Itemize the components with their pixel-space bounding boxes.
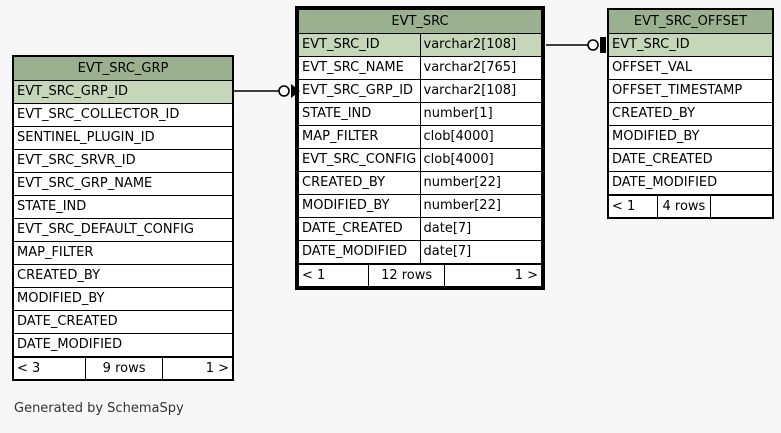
- column-type: varchar2[108]: [419, 79, 542, 103]
- column-name: DATE_MODIFIED: [298, 240, 421, 264]
- table-row[interactable]: MODIFIED_BY: [13, 287, 233, 311]
- column-type: date[7]: [419, 217, 542, 241]
- column-name: EVT_SRC_ID: [298, 33, 421, 57]
- table-row[interactable]: EVT_SRC_CONFIG clob[4000]: [298, 148, 542, 172]
- column-type: date[7]: [419, 240, 542, 264]
- column-name: MAP_FILTER: [298, 125, 421, 149]
- column-type: varchar2[765]: [419, 56, 542, 80]
- column-name: DATE_CREATED: [298, 217, 421, 241]
- table-row[interactable]: DATE_MODIFIED: [13, 333, 233, 357]
- table-row[interactable]: EVT_SRC_COLLECTOR_ID: [13, 103, 233, 127]
- table-row[interactable]: EVT_SRC_NAME varchar2[765]: [298, 56, 542, 80]
- table-row[interactable]: OFFSET_VAL: [608, 56, 773, 80]
- column-name: SENTINEL_PLUGIN_ID: [13, 126, 233, 150]
- column-name: DATE_CREATED: [13, 310, 233, 334]
- column-name: DATE_MODIFIED: [608, 171, 773, 195]
- column-name: DATE_MODIFIED: [13, 333, 233, 357]
- column-name: DATE_CREATED: [608, 148, 773, 172]
- table-row[interactable]: MAP_FILTER: [13, 241, 233, 265]
- column-name: OFFSET_TIMESTAMP: [608, 79, 773, 103]
- next-page-button[interactable]: [709, 195, 774, 218]
- column-type: varchar2[108]: [419, 33, 542, 57]
- table-row[interactable]: DATE_MODIFIED date[7]: [298, 240, 542, 264]
- column-name: EVT_SRC_NAME: [298, 56, 421, 80]
- column-name: STATE_IND: [13, 195, 233, 219]
- column-name: EVT_SRC_COLLECTOR_ID: [13, 103, 233, 127]
- table-header-evt-src: EVT_SRC: [298, 9, 542, 34]
- column-name: EVT_SRC_SRVR_ID: [13, 149, 233, 173]
- table-row[interactable]: EVT_SRC_DEFAULT_CONFIG: [13, 218, 233, 242]
- table-row[interactable]: CREATED_BY: [608, 102, 773, 126]
- table-row[interactable]: SENTINEL_PLUGIN_ID: [13, 126, 233, 150]
- prev-page-button[interactable]: < 3: [12, 357, 87, 380]
- diagram-caption: Generated by SchemaSpy: [14, 401, 184, 416]
- column-name: CREATED_BY: [298, 171, 421, 195]
- next-page-button[interactable]: 1 >: [161, 357, 234, 380]
- column-name: EVT_SRC_GRP_ID: [298, 79, 421, 103]
- column-type: number[1]: [419, 102, 542, 126]
- relationship-grp-to-src: [234, 84, 300, 98]
- table-evt-src[interactable]: EVT_SRC EVT_SRC_ID varchar2[108] EVT_SRC…: [295, 6, 545, 290]
- table-row[interactable]: MAP_FILTER clob[4000]: [298, 125, 542, 149]
- table-title: EVT_SRC_GRP: [13, 56, 233, 81]
- table-row[interactable]: STATE_IND number[1]: [298, 102, 542, 126]
- column-name: EVT_SRC_DEFAULT_CONFIG: [13, 218, 233, 242]
- table-row[interactable]: DATE_CREATED date[7]: [298, 217, 542, 241]
- table-row[interactable]: MODIFIED_BY: [608, 125, 773, 149]
- table-row[interactable]: EVT_SRC_GRP_ID: [13, 80, 233, 104]
- one-mandatory-marker: [600, 37, 606, 53]
- table-row[interactable]: CREATED_BY number[22]: [298, 171, 542, 195]
- column-type: clob[4000]: [419, 148, 542, 172]
- table-header-evt-src-grp: EVT_SRC_GRP: [13, 56, 233, 81]
- table-row[interactable]: CREATED_BY: [13, 264, 233, 288]
- table-row[interactable]: OFFSET_TIMESTAMP: [608, 79, 773, 103]
- column-name: MODIFIED_BY: [608, 125, 773, 149]
- row-count-label: 9 rows: [85, 357, 163, 380]
- column-name: OFFSET_VAL: [608, 56, 773, 80]
- column-name: MODIFIED_BY: [13, 287, 233, 311]
- column-name: EVT_SRC_GRP_ID: [13, 80, 233, 104]
- prev-page-button[interactable]: < 1: [297, 264, 370, 287]
- table-row[interactable]: DATE_CREATED: [13, 310, 233, 334]
- table-row[interactable]: DATE_MODIFIED: [608, 171, 773, 195]
- table-footer-evt-src-offset: < 1 4 rows: [607, 195, 774, 218]
- zero-or-one-marker: [278, 85, 290, 97]
- next-page-button[interactable]: 1 >: [443, 264, 543, 287]
- column-name: EVT_SRC_CONFIG: [298, 148, 421, 172]
- table-row[interactable]: EVT_SRC_GRP_ID varchar2[108]: [298, 79, 542, 103]
- row-count-label: 4 rows: [657, 195, 711, 218]
- column-type: number[22]: [419, 194, 542, 218]
- table-row[interactable]: EVT_SRC_ID varchar2[108]: [298, 33, 542, 57]
- table-row[interactable]: EVT_SRC_GRP_NAME: [13, 172, 233, 196]
- column-name: STATE_IND: [298, 102, 421, 126]
- row-count-label: 12 rows: [368, 264, 445, 287]
- table-footer-evt-src-grp: < 3 9 rows 1 >: [12, 357, 234, 380]
- table-title: EVT_SRC: [298, 9, 542, 34]
- column-name: MAP_FILTER: [13, 241, 233, 265]
- table-title: EVT_SRC_OFFSET: [608, 9, 773, 34]
- table-row[interactable]: EVT_SRC_ID: [608, 33, 773, 57]
- prev-page-button[interactable]: < 1: [607, 195, 659, 218]
- column-type: clob[4000]: [419, 125, 542, 149]
- table-evt-src-grp[interactable]: EVT_SRC_GRP EVT_SRC_GRP_ID EVT_SRC_COLLE…: [12, 55, 234, 381]
- column-name: EVT_SRC_ID: [608, 33, 773, 57]
- column-name: CREATED_BY: [13, 264, 233, 288]
- column-type: number[22]: [419, 171, 542, 195]
- column-name: EVT_SRC_GRP_NAME: [13, 172, 233, 196]
- zero-or-one-marker: [587, 39, 599, 51]
- table-footer-evt-src: < 1 12 rows 1 >: [297, 264, 543, 287]
- column-name: CREATED_BY: [608, 102, 773, 126]
- table-evt-src-offset[interactable]: EVT_SRC_OFFSET EVT_SRC_ID OFFSET_VAL OFF…: [607, 8, 774, 219]
- table-header-evt-src-offset: EVT_SRC_OFFSET: [608, 9, 773, 34]
- table-row[interactable]: MODIFIED_BY number[22]: [298, 194, 542, 218]
- column-name: MODIFIED_BY: [298, 194, 421, 218]
- table-row[interactable]: STATE_IND: [13, 195, 233, 219]
- table-row[interactable]: DATE_CREATED: [608, 148, 773, 172]
- table-row[interactable]: EVT_SRC_SRVR_ID: [13, 149, 233, 173]
- relationship-src-to-offset: [546, 37, 606, 53]
